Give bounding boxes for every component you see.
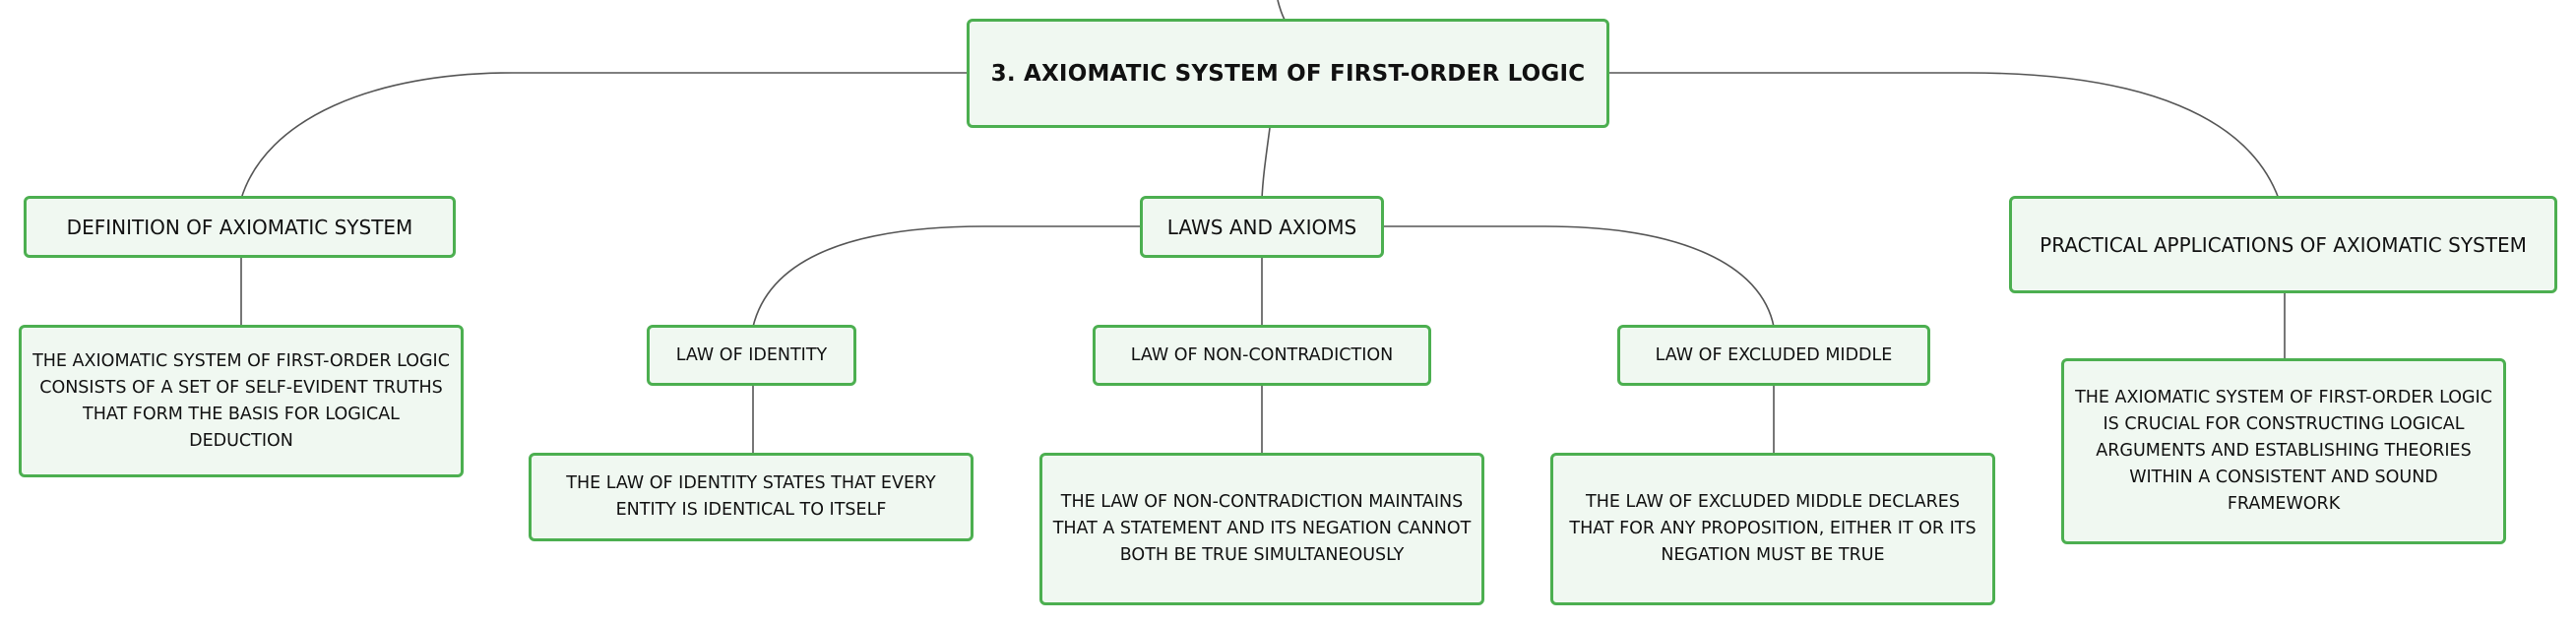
identity-topic-node[interactable]: LAW OF IDENTITY <box>647 325 856 386</box>
definition-topic-label: DEFINITION OF AXIOMATIC SYSTEM <box>66 215 413 239</box>
applications-detail-text: THE AXIOMATIC SYSTEM OF FIRST-ORDER LOGI… <box>2075 388 2492 514</box>
root-topic-label: 3. AXIOMATIC SYSTEM OF FIRST-ORDER LOGIC <box>990 60 1586 87</box>
root-topic-node[interactable]: 3. AXIOMATIC SYSTEM OF FIRST-ORDER LOGIC <box>967 19 1609 128</box>
identity-detail-node[interactable]: THE LAW OF IDENTITY STATES THAT EVERY EN… <box>529 453 974 541</box>
applications-topic-node[interactable]: PRACTICAL APPLICATIONS OF AXIOMATIC SYST… <box>2009 196 2557 293</box>
connector-root-to-laws <box>1261 127 1271 200</box>
applications-detail-node[interactable]: THE AXIOMATIC SYSTEM OF FIRST-ORDER LOGI… <box>2061 358 2506 544</box>
definition-detail-node[interactable]: THE AXIOMATIC SYSTEM OF FIRST-ORDER LOGI… <box>19 325 464 477</box>
applications-topic-label: PRACTICAL APPLICATIONS OF AXIOMATIC SYST… <box>2040 232 2527 257</box>
non-contradiction-topic-label: LAW OF NON-CONTRADICTION <box>1130 345 1394 365</box>
non-contradiction-topic-node[interactable]: LAW OF NON-CONTRADICTION <box>1093 325 1431 386</box>
excluded-middle-topic-label: LAW OF EXCLUDED MIDDLE <box>1655 345 1893 365</box>
laws-topic-label: LAWS AND AXIOMS <box>1166 215 1357 239</box>
identity-detail-text: THE LAW OF IDENTITY STATES THAT EVERY EN… <box>566 473 936 520</box>
excluded-middle-detail-text: THE LAW OF EXCLUDED MIDDLE DECLARES THAT… <box>1569 492 1977 565</box>
identity-topic-label: LAW OF IDENTITY <box>675 345 828 365</box>
laws-topic-node[interactable]: LAWS AND AXIOMS <box>1140 196 1384 258</box>
connector-root-to-applications <box>1609 72 2280 200</box>
definition-topic-node[interactable]: DEFINITION OF AXIOMATIC SYSTEM <box>24 196 456 258</box>
connector-root-to-definition <box>240 72 967 200</box>
connector-laws-to-identity <box>752 225 1142 328</box>
non-contradiction-detail-text: THE LAW OF NON-CONTRADICTION MAINTAINS T… <box>1052 492 1472 565</box>
excluded-middle-detail-node[interactable]: THE LAW OF EXCLUDED MIDDLE DECLARES THAT… <box>1550 453 1995 605</box>
definition-detail-text: THE AXIOMATIC SYSTEM OF FIRST-ORDER LOGI… <box>32 350 450 451</box>
connector-laws-to-excluded-middle <box>1383 225 1775 328</box>
non-contradiction-detail-node[interactable]: THE LAW OF NON-CONTRADICTION MAINTAINS T… <box>1039 453 1484 605</box>
excluded-middle-topic-node[interactable]: LAW OF EXCLUDED MIDDLE <box>1617 325 1930 386</box>
connector-parent-to-root <box>1277 0 1286 21</box>
